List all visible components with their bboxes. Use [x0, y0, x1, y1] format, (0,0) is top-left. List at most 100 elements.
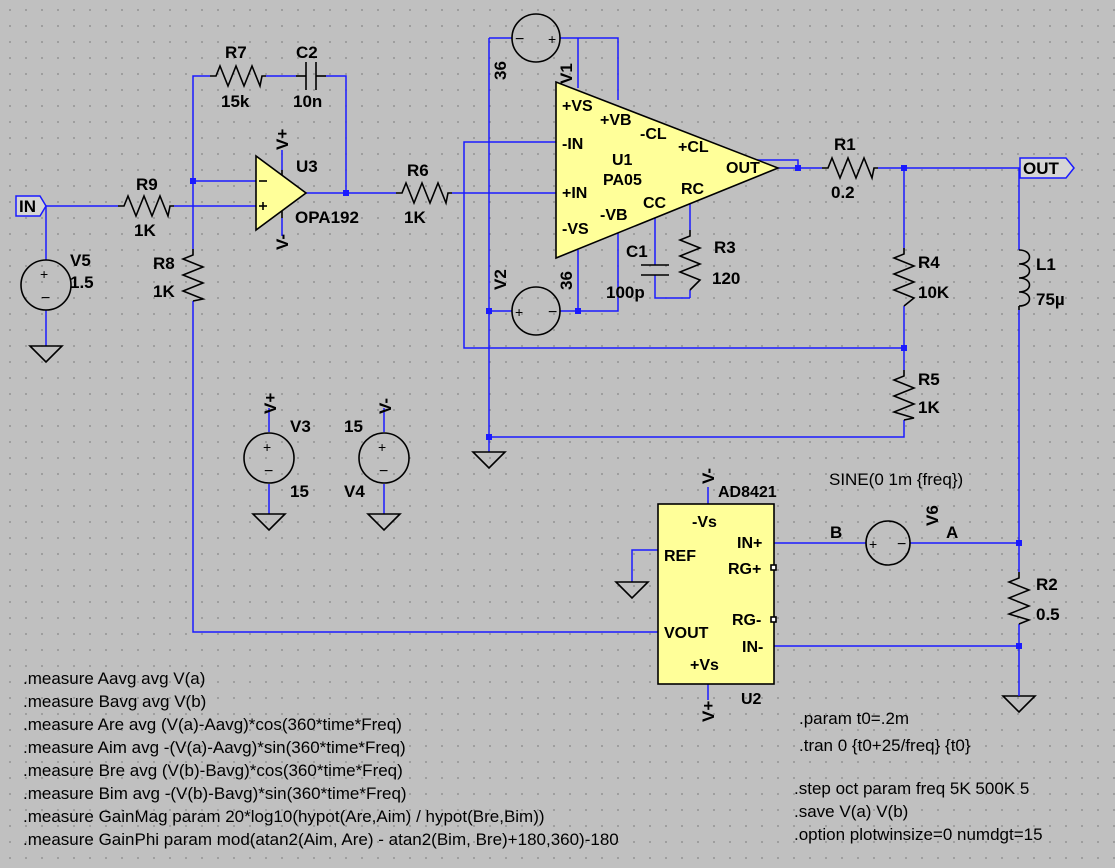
l1-symbol[interactable]: [1018, 249, 1031, 310]
directive-line: .option plotwinsize=0 numdgt=15: [794, 825, 1043, 844]
r2-symbol[interactable]: [1006, 572, 1032, 625]
out-port-label: OUT: [1023, 159, 1060, 178]
c2-name: C2: [296, 43, 318, 62]
component-labels: R9 1K R7 15k C2 10n U3 OPA192 V+ V- R8 1…: [70, 43, 1065, 624]
v3-name: V3: [290, 417, 311, 436]
directive-line: .measure Bavg avg V(b): [23, 692, 206, 711]
svg-text:+: +: [40, 266, 48, 282]
u1-amplifier[interactable]: [555, 80, 781, 260]
r4-value: 10K: [918, 283, 950, 302]
u1-cc: CC: [643, 195, 667, 212]
in-port-label: IN: [19, 197, 36, 216]
c1-name: C1: [626, 242, 648, 261]
r4-symbol[interactable]: [891, 248, 917, 307]
u3-opamp[interactable]: [255, 154, 308, 232]
u1-cl-pos: +CL: [678, 139, 709, 156]
r3-symbol[interactable]: [677, 230, 703, 291]
svg-text:−: −: [379, 463, 388, 480]
u3-part: OPA192: [295, 208, 359, 227]
ground-symbols: [28, 345, 1037, 714]
node-a-label: A: [946, 523, 958, 542]
v5-name: V5: [70, 251, 91, 270]
svg-text:−: −: [41, 290, 50, 307]
c2-symbol[interactable]: [296, 62, 326, 90]
in-port-flag[interactable]: IN: [15, 195, 47, 217]
v6-value: SINE(0 1m {freq}): [829, 470, 963, 489]
u2-vs-pos: +Vs: [690, 657, 719, 674]
c1-value: 100p: [606, 283, 645, 302]
u3-vplus: V+: [273, 129, 292, 150]
l1-value: 75µ: [1036, 290, 1065, 309]
directive-line: .param t0=.2m: [799, 709, 909, 728]
v6-source[interactable]: + −: [865, 520, 911, 566]
u2-vs-neg: -Vs: [692, 514, 717, 531]
r8-name: R8: [153, 254, 175, 273]
u2-name: U2: [741, 691, 762, 708]
directive-line: .measure Are avg (V(a)-Aavg)*cos(360*tim…: [23, 715, 402, 734]
directive-line: .measure Aavg avg V(a): [23, 669, 205, 688]
r4-name: R4: [918, 253, 940, 272]
u1-vs-pos: +VS: [562, 98, 593, 115]
r5-symbol[interactable]: [891, 370, 917, 421]
r1-value: 0.2: [831, 183, 855, 202]
r7-name: R7: [225, 43, 247, 62]
v1-name: V1: [557, 63, 576, 84]
svg-text:−: −: [897, 536, 906, 553]
directive-line: .measure Aim avg -(V(a)-Aavg)*sin(360*ti…: [23, 738, 406, 757]
u2-vpos-net: V+: [699, 701, 718, 722]
r8-symbol[interactable]: [180, 249, 206, 302]
c1-symbol[interactable]: [641, 264, 669, 276]
svg-text:−: −: [515, 31, 524, 48]
wires: [45, 37, 1020, 700]
v6-name: V6: [923, 505, 942, 526]
r9-symbol[interactable]: [118, 193, 174, 219]
u2-instrumentation-amp[interactable]: [657, 503, 777, 685]
u2-rg-pos: RG+: [728, 561, 761, 578]
r7-symbol[interactable]: [210, 63, 266, 89]
u2-ref: REF: [664, 548, 696, 565]
svg-text:+: +: [263, 439, 271, 455]
svg-text:+: +: [869, 536, 877, 552]
u2-rg-neg: RG-: [732, 612, 761, 629]
out-port-flag[interactable]: OUT: [1019, 157, 1075, 179]
u1-cl-neg: -CL: [640, 126, 667, 143]
u1-rc: RC: [681, 181, 705, 198]
r1-name: R1: [834, 135, 856, 154]
u2-vout: VOUT: [664, 625, 709, 642]
directive-line: .save V(a) V(b): [794, 802, 908, 821]
v3-source[interactable]: + −: [243, 432, 295, 484]
r1-symbol[interactable]: [822, 155, 878, 181]
u2-vneg-net: V-: [699, 468, 718, 484]
r8-value: 1K: [153, 282, 175, 301]
v2-source[interactable]: + −: [511, 286, 561, 336]
svg-text:+: +: [378, 439, 386, 455]
directive-line: .measure GainPhi param mod(atan2(Aim, Ar…: [23, 830, 619, 849]
v1-source[interactable]: − +: [511, 13, 561, 63]
r6-symbol[interactable]: [396, 180, 452, 206]
v2-name: V2: [491, 269, 510, 290]
v3-value: 15: [290, 482, 309, 501]
r7-value: 15k: [221, 92, 250, 111]
r2-name: R2: [1036, 575, 1058, 594]
v4-value: 15: [344, 417, 363, 436]
junctions: [190, 165, 1022, 649]
u1-pin-labels: +VS +VB -CL +CL -IN U1 PA05 OUT +IN RC C…: [562, 98, 760, 238]
v4-source[interactable]: + −: [358, 432, 410, 484]
u1-part: PA05: [603, 172, 642, 189]
svg-text:−: −: [548, 304, 557, 321]
r2-value: 0.5: [1036, 605, 1060, 624]
u1-out: OUT: [726, 160, 760, 177]
spice-directives-left: .measure Aavg avg V(a) .measure Bavg avg…: [23, 669, 619, 849]
u1-in-pos: +IN: [562, 185, 587, 202]
v2-value: 36: [557, 271, 576, 290]
svg-text:+: +: [515, 304, 523, 320]
v5-source[interactable]: + −: [20, 259, 72, 311]
r3-value: 120: [712, 269, 740, 288]
u2-pin-labels: AD8421 V- -Vs IN+ REF RG+ RG- VOUT IN- +…: [664, 468, 777, 722]
v4-name: V4: [344, 482, 365, 501]
c2-value: 10n: [293, 92, 322, 111]
v3-net: V+: [261, 393, 280, 414]
v5-value: 1.5: [70, 273, 94, 292]
directive-line: .measure GainMag param 20*log10(hypot(Ar…: [23, 807, 545, 826]
